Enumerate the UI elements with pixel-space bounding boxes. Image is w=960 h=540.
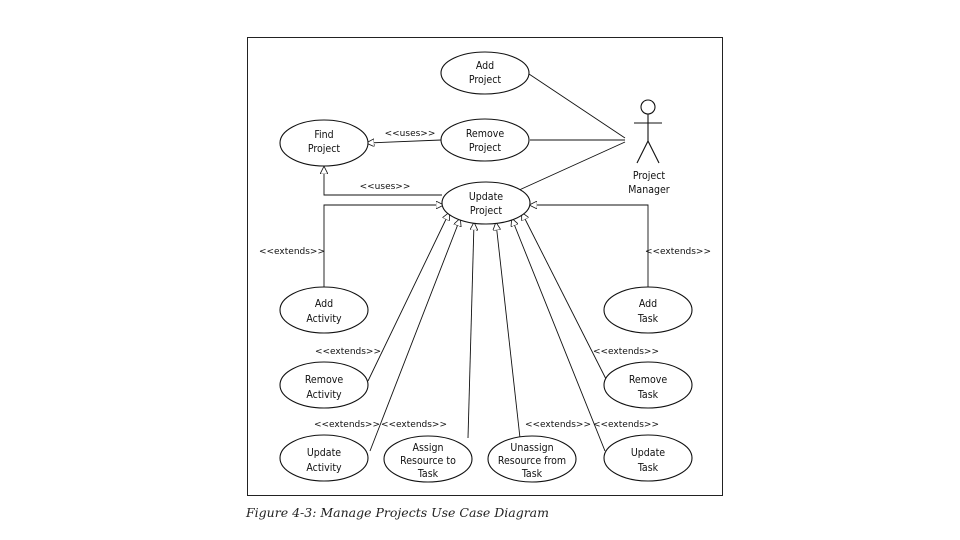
use-case-add-project[interactable]: Add Project	[440, 51, 530, 95]
extends-update-activity	[369, 219, 460, 452]
actor-label: Project	[633, 170, 666, 182]
extends-update-task	[512, 219, 606, 452]
use-case-unassign-resource[interactable]: Unassign Resource from Task	[487, 435, 577, 483]
uses-remove-to-find	[367, 140, 442, 143]
use-case-label: Task	[637, 389, 659, 401]
stick-figure-icon	[634, 99, 662, 164]
extends-remove-task	[522, 213, 608, 382]
association-lines	[516, 73, 626, 192]
extends-assign-resource	[467, 223, 474, 439]
use-case-find-project[interactable]: Find Project	[279, 119, 369, 167]
use-case-label: Assign	[413, 442, 444, 454]
use-case-label: Project	[469, 74, 502, 86]
use-case-label: Task	[637, 462, 659, 474]
extends-add-activity	[323, 205, 443, 287]
use-case-update-activity[interactable]: Update Activity	[279, 434, 369, 482]
extends-label-add-task: <<extends>>	[645, 247, 711, 257]
uses-relationships	[324, 140, 442, 196]
use-case-label: Project	[470, 205, 503, 217]
diagram-frame	[247, 37, 723, 496]
use-case-label: Activity	[306, 462, 342, 474]
association-add-project	[528, 73, 626, 139]
extends-add-task	[530, 205, 649, 287]
use-case-update-project[interactable]: Update Project	[441, 181, 531, 225]
extends-label-remove-activity: <<extends>>	[315, 347, 381, 357]
use-case-label: Activity	[306, 313, 342, 325]
use-case-label: Task	[637, 313, 659, 325]
use-case-label: Remove	[305, 374, 343, 386]
use-case-label: Add	[476, 60, 494, 72]
use-case-label: Task	[521, 468, 543, 480]
use-case-label: Project	[308, 143, 341, 155]
relationship-labels: <<uses>> <<uses>> <<extends>> <<extends>…	[259, 129, 711, 430]
use-case-label: Task	[417, 468, 439, 480]
extends-label-unassign-resource: <<extends>>	[525, 420, 591, 430]
extends-label-remove-task: <<extends>>	[593, 347, 659, 357]
use-case-label: Project	[469, 142, 502, 154]
use-case-add-activity[interactable]: Add Activity	[279, 286, 369, 334]
use-case-label: Remove	[466, 128, 504, 140]
use-case-remove-activity[interactable]: Remove Activity	[279, 361, 369, 409]
extends-label-update-task: <<extends>>	[593, 420, 659, 430]
use-case-assign-resource[interactable]: Assign Resource to Task	[383, 435, 473, 483]
extends-label-update-activity: <<extends>>	[314, 420, 380, 430]
use-case-label: Update	[307, 447, 341, 459]
extends-relationships	[323, 205, 649, 452]
use-case-label: Add	[315, 298, 333, 310]
extends-label-add-activity: <<extends>>	[259, 247, 325, 257]
association-update-project	[516, 141, 626, 192]
use-case-label: Unassign	[510, 442, 553, 454]
use-case-label: Remove	[629, 374, 667, 386]
use-case-update-task[interactable]: Update Task	[603, 434, 693, 482]
use-case-remove-task[interactable]: Remove Task	[603, 361, 693, 409]
use-case-label: Find	[314, 129, 333, 141]
actor-project-manager[interactable]: Project Manager	[628, 99, 670, 196]
use-case-remove-project[interactable]: Remove Project	[440, 118, 530, 162]
use-case-label: Resource to	[400, 455, 456, 467]
uses-label-remove: <<uses>>	[385, 129, 436, 139]
use-case-label: Resource from	[498, 455, 566, 467]
uses-label-update: <<uses>>	[360, 182, 411, 192]
uses-update-to-find	[324, 167, 442, 196]
use-cases: Add Project Remove Project Find Project …	[279, 51, 693, 483]
use-case-label: Update	[469, 191, 503, 203]
figure-caption: Figure 4-3: Manage Projects Use Case Dia…	[246, 505, 549, 520]
use-case-label: Update	[631, 447, 665, 459]
extends-unassign-resource	[496, 223, 521, 439]
extends-label-assign-resource: <<extends>>	[381, 420, 447, 430]
use-case-label: Add	[639, 298, 657, 310]
use-case-label: Activity	[306, 389, 342, 401]
extends-remove-activity	[367, 213, 449, 382]
actor-label: Manager	[628, 184, 670, 196]
use-case-add-task[interactable]: Add Task	[603, 286, 693, 334]
